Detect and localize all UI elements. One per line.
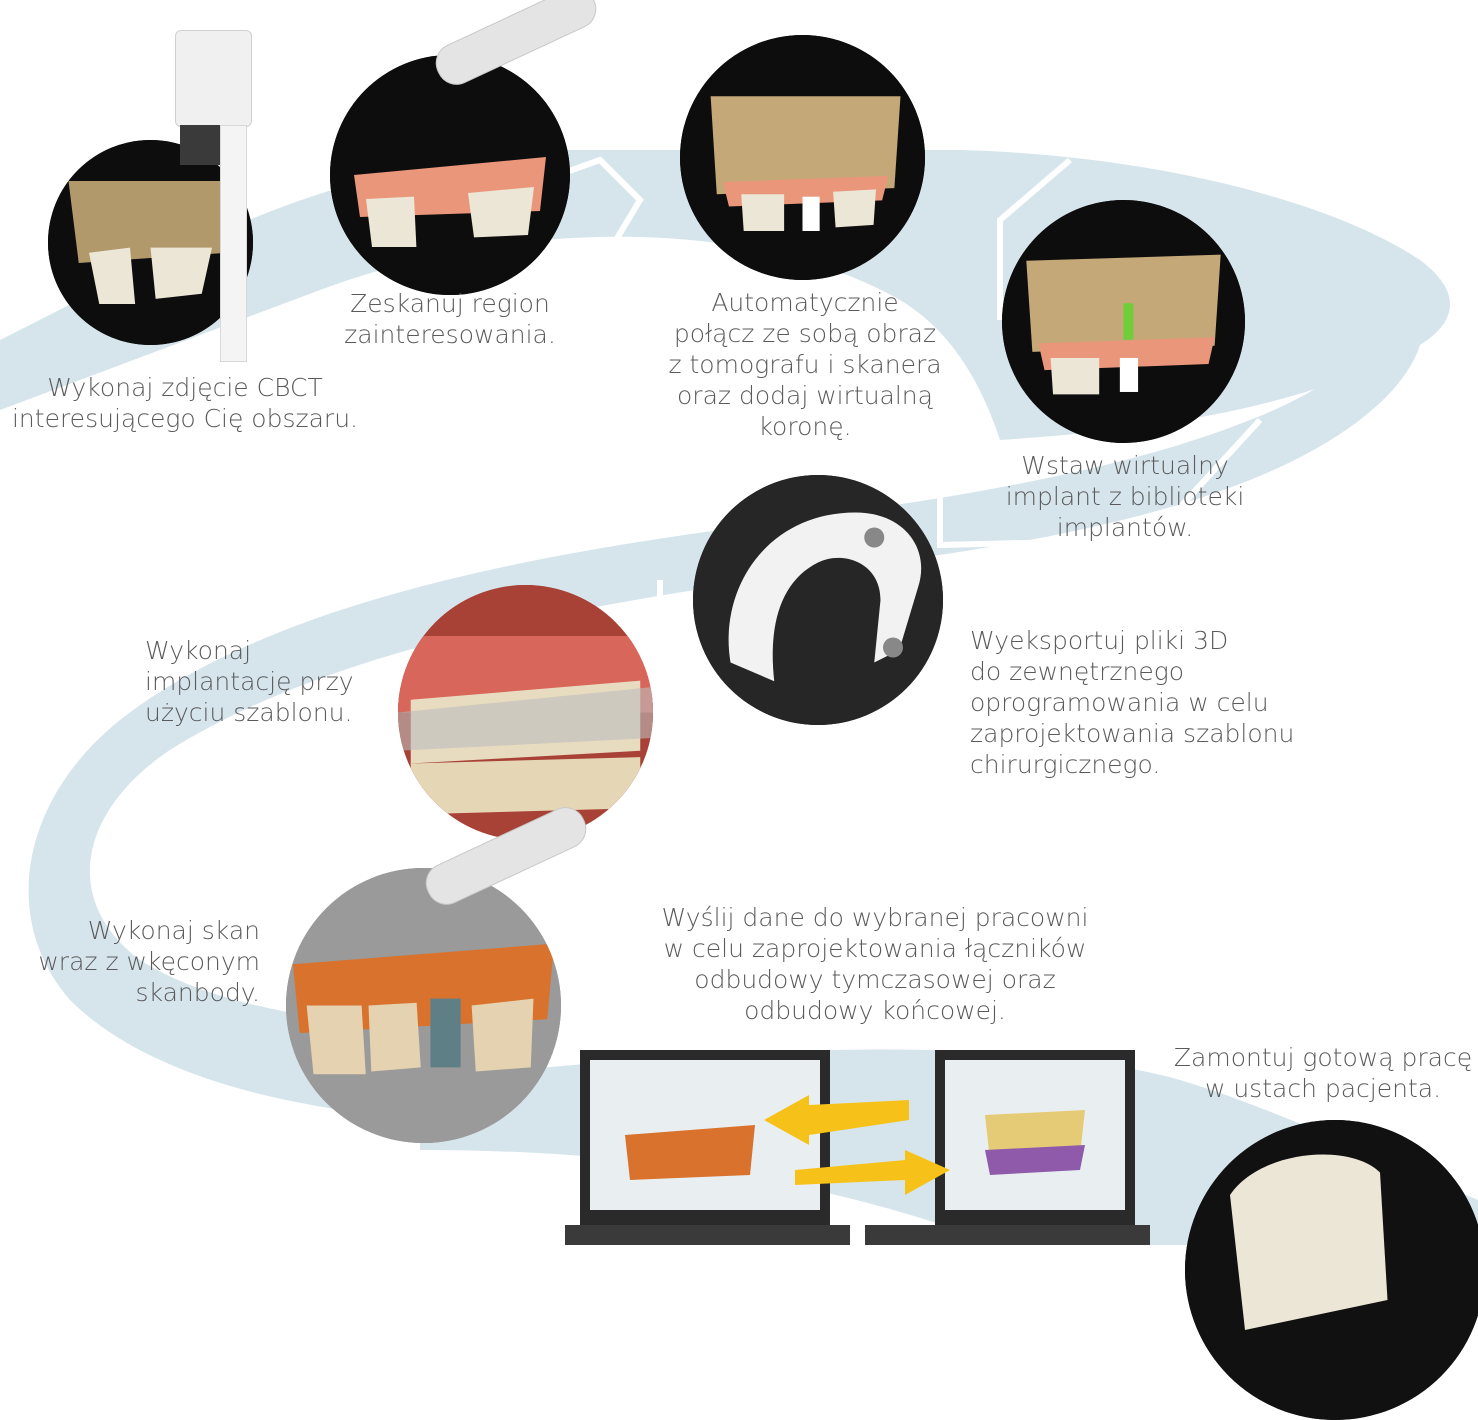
merge-image	[680, 35, 925, 280]
implant-caption: Wstaw wirtualny implant z biblioteki imp…	[995, 450, 1255, 543]
scanbody-scan-icon	[286, 868, 561, 1143]
virtual-implant-icon	[1002, 200, 1245, 443]
surgery-caption: Wykonaj implantację przy użyciu szablonu…	[145, 635, 385, 728]
scanbody-caption: Wykonaj skan wraz z wkęconym skanbody.	[30, 915, 260, 1008]
merge-caption: Automatycznie połącz ze sobą obraz z tom…	[660, 287, 950, 442]
final-restoration-icon	[1185, 1120, 1478, 1420]
scanbody-image	[286, 868, 561, 1143]
surgical-guide-icon	[693, 475, 943, 725]
intraoral-scanner-icon	[330, 55, 570, 295]
surgery-image	[398, 585, 653, 840]
laptops-exchange-icon	[565, 1045, 1150, 1245]
guided-surgery-photo-icon	[398, 585, 653, 840]
export-caption: Wyeksportuj pliki 3D do zewnętrznego opr…	[970, 625, 1330, 780]
export-image	[693, 475, 943, 725]
ribbon-divider-4	[660, 580, 690, 710]
scan-caption: Zeskanuj region zainteresowania.	[330, 288, 570, 350]
implant-image	[1002, 200, 1245, 443]
final-image	[1185, 1120, 1478, 1420]
cbct-device	[170, 30, 250, 360]
merged-model-icon	[680, 35, 925, 280]
cbct-caption: Wykonaj zdjęcie CBCT interesującego Cię …	[0, 372, 370, 434]
final-caption: Zamontuj gotową pracę w ustach pacjenta.	[1168, 1042, 1478, 1104]
send-caption: Wyślij dane do wybranej pracowni w celu …	[640, 902, 1110, 1026]
scan-image	[330, 55, 570, 295]
